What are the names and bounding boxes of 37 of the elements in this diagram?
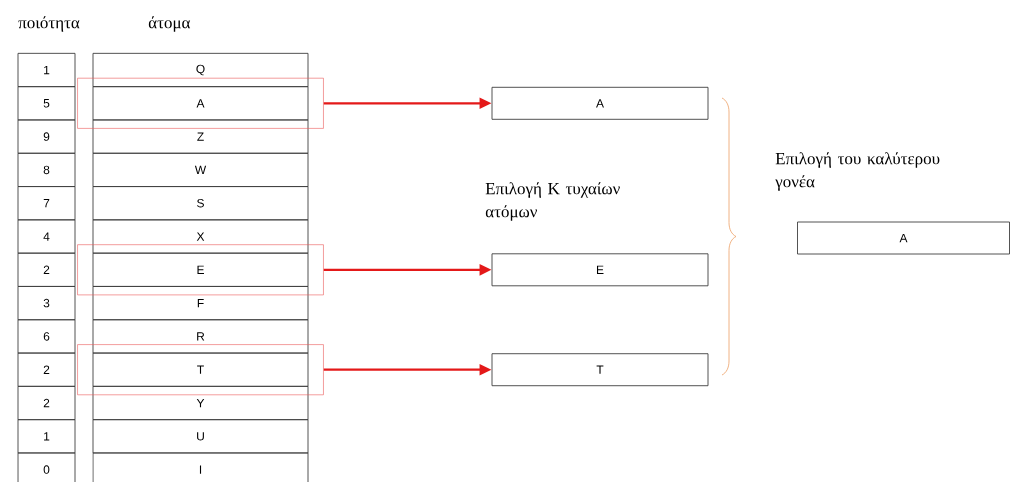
- individual-cell: U: [92, 419, 309, 454]
- selected-box: E: [491, 253, 709, 287]
- individual-cell: S: [92, 186, 309, 221]
- quality-cell: 2: [17, 385, 76, 421]
- highlight-box: [77, 77, 324, 129]
- individual-cell: R: [92, 319, 309, 354]
- column-heading: ποιότητα: [18, 16, 80, 32]
- quality-cell: 2: [17, 252, 76, 287]
- quality-cell: 1: [17, 52, 76, 88]
- individual-cell: Y: [92, 385, 309, 421]
- node-label: Επιλογή του καλύτερου γονέα: [775, 152, 940, 191]
- column-heading: άτομα: [148, 16, 191, 32]
- individual-cell: W: [92, 152, 309, 187]
- individual-cell: A: [92, 86, 309, 121]
- individual-cell: Q: [92, 52, 309, 88]
- quality-cell: 1: [17, 419, 76, 454]
- selected-box: T: [491, 353, 709, 387]
- selected-box: A: [491, 86, 709, 120]
- quality-cell: 2: [17, 352, 76, 387]
- individual-cell: T: [92, 352, 309, 387]
- individual-cell: E: [92, 252, 309, 287]
- quality-cell: 9: [17, 119, 76, 154]
- parent-box: A: [797, 221, 1010, 255]
- quality-cell: 3: [17, 286, 76, 321]
- note: Επιλογή K τυχαίων ατόμων: [485, 182, 620, 221]
- quality-cell: 6: [17, 319, 76, 354]
- highlight-box: [77, 344, 324, 396]
- quality-cell: 5: [17, 86, 76, 121]
- individual-cell: Z: [92, 119, 309, 154]
- quality-cell: 4: [17, 219, 76, 254]
- individual-cell: I: [92, 452, 309, 482]
- individual-cell: X: [92, 219, 309, 254]
- quality-cell: 7: [17, 186, 76, 221]
- individual-cell: F: [92, 286, 309, 321]
- quality-cell: 8: [17, 152, 76, 187]
- quality-cell: 0: [17, 452, 76, 482]
- highlight-box: [77, 244, 324, 296]
